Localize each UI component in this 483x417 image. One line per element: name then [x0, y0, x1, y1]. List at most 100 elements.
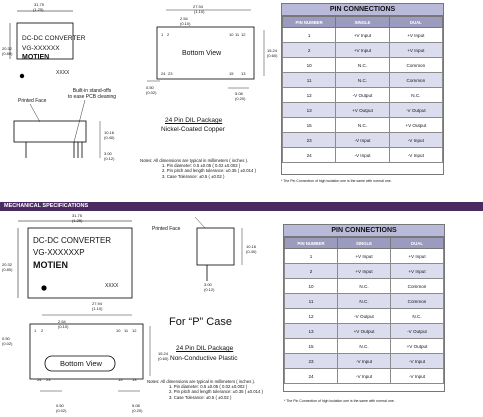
- dim-body-h-in: (0.40): [246, 249, 257, 254]
- dim-height: 20.32: [2, 262, 13, 267]
- pin-label-24: 24: [37, 377, 42, 382]
- module-code: XXXX: [56, 70, 70, 76]
- side-view-body: [196, 227, 235, 266]
- pin-label-23: 23: [168, 71, 173, 76]
- dim-side-b: 0.50: [56, 403, 64, 408]
- leader-standoffs: [73, 99, 86, 143]
- dim-width: 31.75: [72, 213, 83, 218]
- table-row: 24-V Input-V Input: [284, 368, 444, 384]
- pin-label-15: 15: [229, 71, 234, 76]
- dim-bottom-h: 15.24: [158, 351, 169, 356]
- pin-label-15: 15: [118, 377, 123, 382]
- module-brand: MOTIEN: [33, 260, 68, 270]
- module-code: XXXX: [105, 283, 119, 289]
- pin-label-1: 1: [161, 32, 164, 37]
- package-title: 24 Pin DIL Package: [176, 345, 234, 352]
- section-title-bar: MECHANICAL SPECIFICATIONS: [0, 202, 483, 211]
- notes-block: Notes: All dimensions are typical in mil…: [140, 158, 256, 179]
- pin-connections-table-top: PIN CONNECTIONS PIN NUMBER SINGLE DUAL 1…: [281, 3, 444, 175]
- pin1-dot: [41, 285, 47, 291]
- dim-pinrow: 27.94: [92, 301, 103, 306]
- dim-pin-len: 3.00: [204, 282, 212, 287]
- dim-edge: 5.08: [132, 403, 140, 408]
- bottom-view-label: Bottom View: [60, 359, 102, 368]
- col-pin-number: PIN NUMBER: [284, 237, 338, 249]
- p-case-label: For “P” Case: [169, 316, 232, 328]
- dim-side: 0.50: [146, 85, 154, 90]
- pin-label-24: 24: [161, 71, 166, 76]
- dim-edge-in: (0.20): [132, 408, 143, 413]
- table-row: 2+V Input+V Input: [284, 263, 444, 279]
- pin1-dot: [19, 73, 25, 79]
- printed-face-label: Printed Face: [152, 226, 181, 232]
- table-row: 1+V Input+V Input: [284, 248, 444, 264]
- dim-side-in: (0.02): [2, 341, 13, 346]
- dim-bottom-h: 15.24: [267, 48, 278, 53]
- note-2: 2. Pin pitch and length tolerance: ±0.35…: [169, 389, 264, 395]
- pin-table: PIN NUMBER SINGLE DUAL 1+V Input+V Input…: [284, 237, 444, 384]
- dim-width-in: (1.25): [72, 218, 83, 223]
- dim-side: 0.50: [2, 336, 10, 341]
- dim-body-h: 10.16: [246, 244, 257, 249]
- pin-label-13: 13: [241, 71, 246, 76]
- note-3: 3. Case Tolerance: ±0.5 ( ±0.02 ): [169, 394, 232, 400]
- pin-label-12: 12: [132, 328, 137, 333]
- dim-pinrow: 27.94: [193, 4, 204, 9]
- dim-width: 31.75: [34, 2, 45, 7]
- pin-label-1: 1: [34, 328, 37, 333]
- side-view-body: [13, 120, 87, 143]
- pin-label-11: 11: [124, 328, 129, 333]
- table-row: 23-V Input-V Input: [284, 353, 444, 369]
- note-2: 2. Pin pitch and length tolerance: ±0.35…: [162, 168, 257, 174]
- package-finish: Non-Conductive Plastic: [170, 355, 238, 362]
- standoffs-label: Built-in stand-offs to ease PCB cleaning: [68, 88, 117, 100]
- module-front-drawing: [9, 9, 265, 158]
- pin-table-title: PIN CONNECTIONS: [284, 225, 444, 237]
- dim-pin-len-in: (0.12): [104, 156, 115, 161]
- col-dual: DUAL: [388, 16, 444, 28]
- module-line2: VG-XXXXXXP: [33, 248, 85, 257]
- pin-label-13: 13: [132, 377, 137, 382]
- col-dual: DUAL: [390, 237, 444, 249]
- dim-body-h: 10.16: [104, 130, 115, 135]
- module-line1: DC-DC CONVERTER: [33, 236, 112, 245]
- notes-head: Notes: All dimensions are typical in mil…: [140, 158, 249, 163]
- pin-label-2: 2: [167, 32, 170, 37]
- table-row: 1+V Input+V Input: [281, 27, 444, 43]
- col-single: SINGLE: [335, 16, 390, 28]
- bottom-view-window: [44, 355, 116, 372]
- pin-label-11: 11: [235, 32, 240, 37]
- module-line2: VG-XXXXXX: [22, 45, 60, 52]
- pin-label-12: 12: [241, 32, 246, 37]
- pin-table-footnote: * The Pin Connection of high isolation o…: [284, 399, 395, 403]
- bottom-view-outline: [156, 26, 255, 80]
- pin-table: PIN NUMBER SINGLE DUAL 1+V Input+V Input…: [281, 16, 444, 163]
- module-line1: DC-DC CONVERTER: [22, 35, 86, 42]
- col-pin-number: PIN NUMBER: [281, 16, 337, 28]
- dim-pitch-in: (0.10): [58, 324, 69, 329]
- pin-label-2: 2: [41, 328, 44, 333]
- module-outline: [16, 22, 74, 60]
- dim-edge: 5.08: [235, 91, 243, 96]
- dim-bottom-h-in: (0.60): [267, 53, 278, 58]
- pin-label-10: 10: [229, 32, 234, 37]
- dim-side-b-in: (0.02): [56, 408, 67, 413]
- dim-bottom-h-in: (0.60): [158, 356, 169, 361]
- module-brand: MOTIEN: [22, 54, 50, 61]
- module-outline: [27, 227, 133, 299]
- p-case-drawing: [17, 216, 243, 392]
- note-1: 1. Pin diameter: 0.5 ±0.05 ( 0.02 ±0.002…: [162, 163, 241, 169]
- dim-width-in: (1.25): [33, 7, 44, 12]
- dim-height-in: (0.80): [2, 51, 13, 56]
- dim-pitch: 2.54: [58, 319, 66, 324]
- dim-side-in: (0.02): [146, 90, 157, 95]
- dim-height-in: (0.80): [2, 267, 13, 272]
- pin-connections-table-bottom: PIN CONNECTIONS PIN NUMBER SINGLE DUAL 1…: [283, 224, 445, 392]
- dim-pitch: 2.54: [180, 16, 188, 21]
- pin-label-23: 23: [46, 377, 51, 382]
- notes-head: Notes: All dimensions are typical in mil…: [147, 379, 256, 384]
